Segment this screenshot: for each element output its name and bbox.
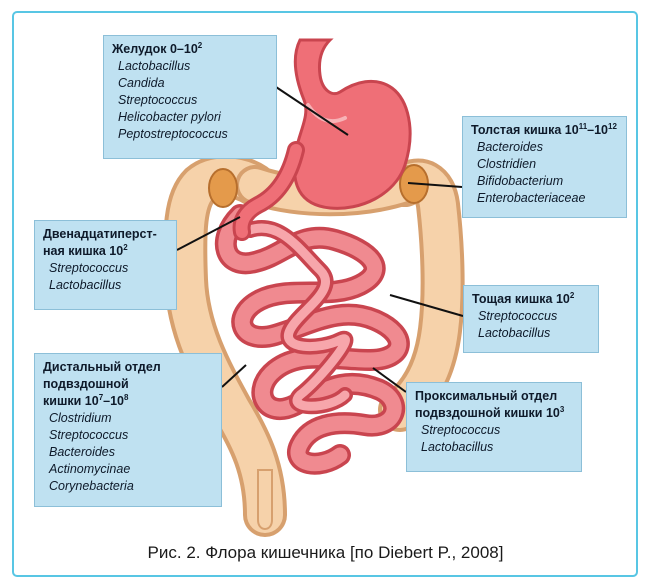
distal-ileum-title-line2: подвздошной [43, 376, 213, 393]
bacterium: Bacteroides [471, 139, 618, 156]
bacterium: Streptococcus [112, 92, 268, 109]
rectum-drawing [258, 470, 272, 529]
jejunum-label-box: Тощая кишка 102 Streptococcus Lactobacil… [463, 285, 599, 353]
figure-caption: Рис. 2. Флора кишечника [по Diebert P., … [0, 543, 651, 563]
bacterium: Streptococcus [472, 308, 590, 325]
bacterium: Lactobacillus [112, 58, 268, 75]
duodenum-title-line1: Двенадцатиперст- [43, 226, 168, 243]
stomach-title: Желудок 0–102 [112, 41, 268, 58]
distal-ileum-title-line1: Дистальный отдел [43, 359, 213, 376]
duodenum-label-box: Двенадцатиперст- ная кишка 102 Streptoco… [34, 220, 177, 310]
bacterium: Peptostreptococcus [112, 126, 268, 143]
distal-ileum-title-line3: кишки 107–108 [43, 393, 213, 410]
colon-opening-left [209, 169, 237, 207]
large-intestine-label-box: Толстая кишка 1011–1012 Bacteroides Clos… [462, 116, 627, 218]
bacterium: Streptococcus [43, 427, 213, 444]
distal-ileum-label-box: Дистальный отдел подвздошной кишки 107–1… [34, 353, 222, 507]
bacterium: Lactobacillus [43, 277, 168, 294]
bacterium: Helicobacter pylori [112, 109, 268, 126]
bacterium: Bifidobacterium [471, 173, 618, 190]
bacterium: Corynebacteria [43, 478, 213, 495]
proximal-ileum-title-line2: подвздошной кишки 103 [415, 405, 573, 422]
bacterium: Actinomycinae [43, 461, 213, 478]
proximal-ileum-title-line1: Проксимальный отдел [415, 388, 573, 405]
stomach-label-box: Желудок 0–102 Lactobacillus Candida Stre… [103, 35, 277, 159]
bacterium: Enterobacteriaceae [471, 190, 618, 207]
bacterium: Lactobacillus [415, 439, 573, 456]
large-intestine-title: Толстая кишка 1011–1012 [471, 122, 618, 139]
bacterium: Streptococcus [43, 260, 168, 277]
jejunum-title: Тощая кишка 102 [472, 291, 590, 308]
bacterium: Candida [112, 75, 268, 92]
bacterium: Lactobacillus [472, 325, 590, 342]
bacterium: Bacteroides [43, 444, 213, 461]
bacterium: Clostridien [471, 156, 618, 173]
bacterium: Streptococcus [415, 422, 573, 439]
duodenum-title-line2: ная кишка 102 [43, 243, 168, 260]
bacterium: Clostridium [43, 410, 213, 427]
proximal-ileum-label-box: Проксимальный отдел подвздошной кишки 10… [406, 382, 582, 472]
